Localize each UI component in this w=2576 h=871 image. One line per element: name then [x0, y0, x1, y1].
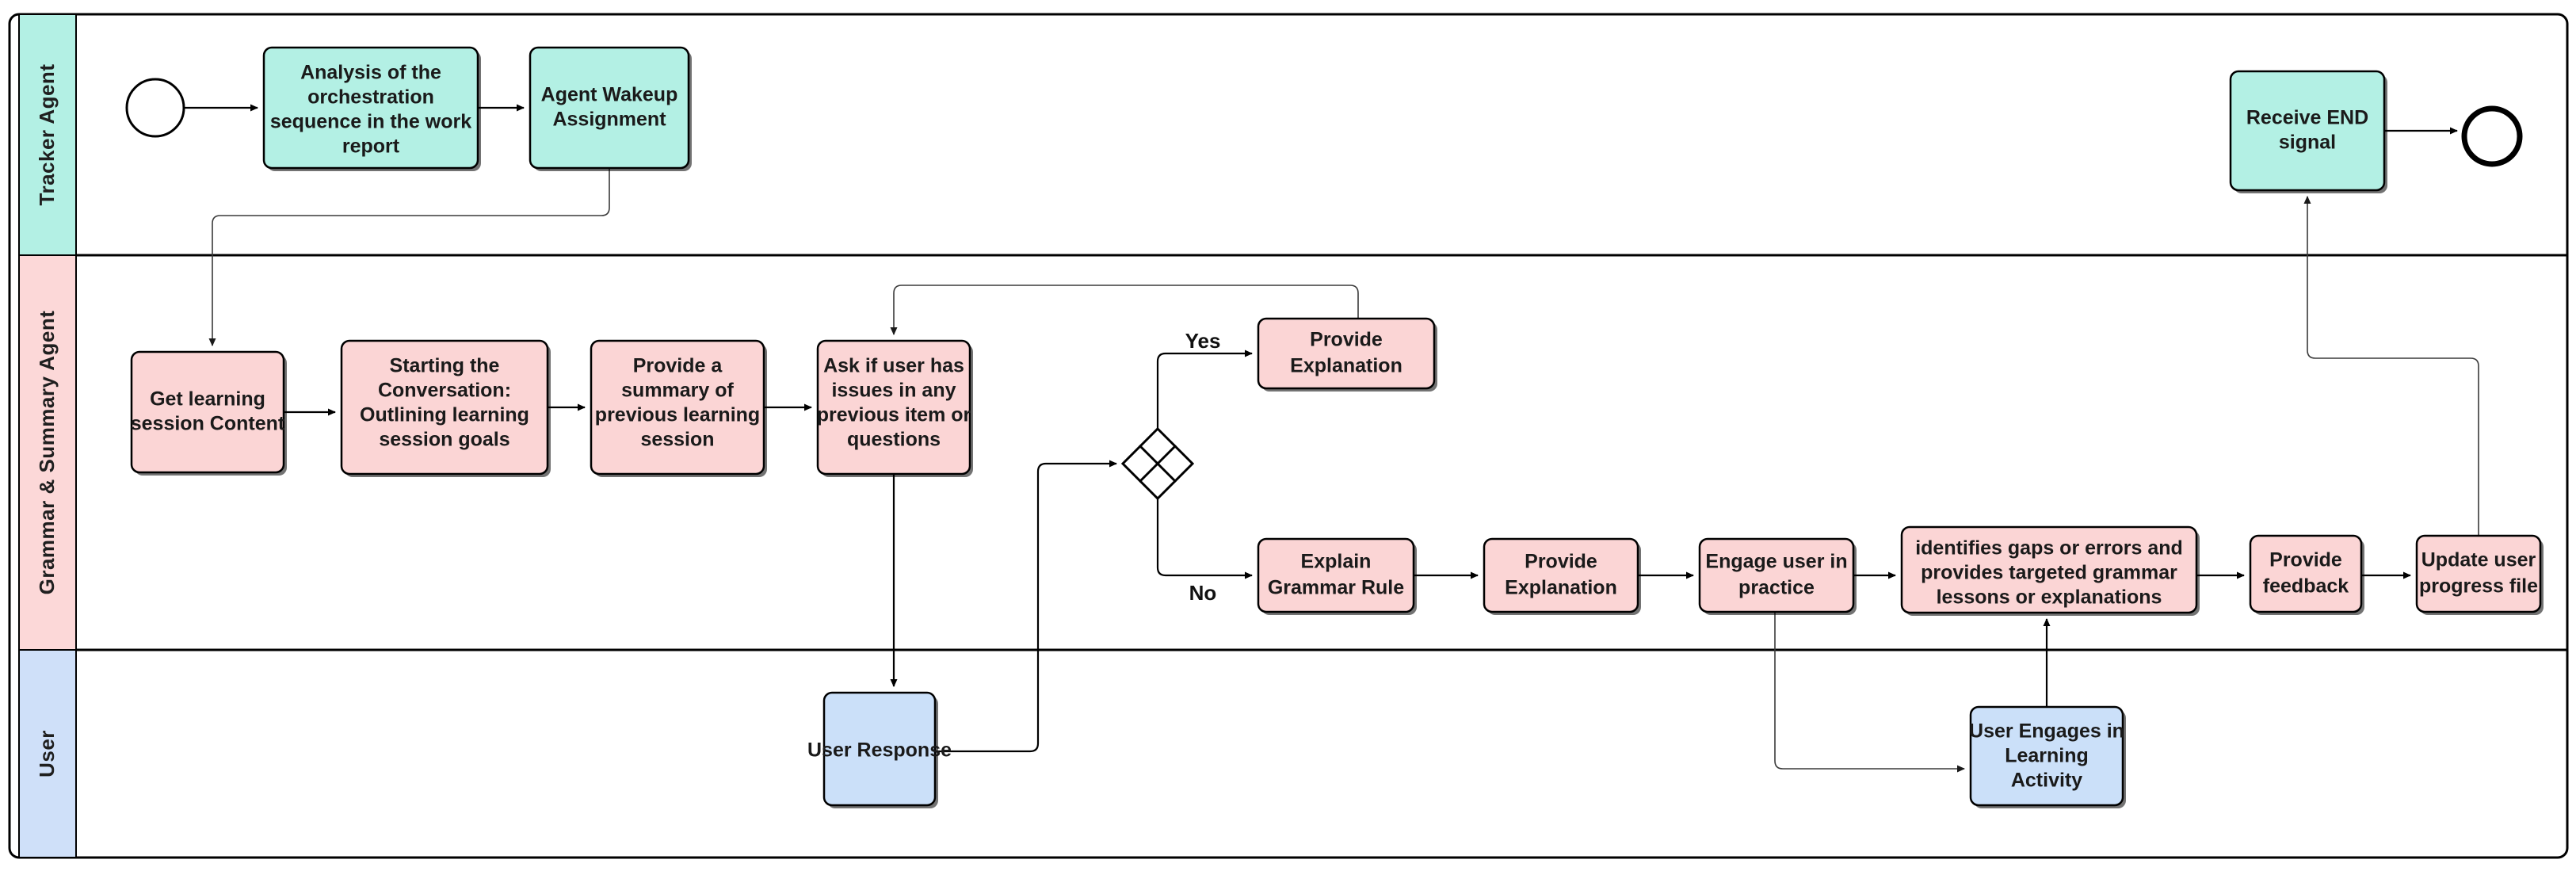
- task-analysis-line-3: sequence in the work: [270, 111, 471, 133]
- task-analysis-orchestration[interactable]: Analysis of the orchestration sequence i…: [262, 46, 481, 171]
- flow-gateway-yes-to-provide-explanation: [1156, 350, 1253, 429]
- flow-update-progress-to-receive-end-signal: [2303, 196, 2479, 536]
- task-ask-issues-line-3: previous item or: [817, 404, 971, 426]
- task-user-engages-line-1: User Engages in: [1969, 720, 2124, 743]
- lane-header-tracker: Tracker Agent: [18, 13, 77, 256]
- gateway-user-has-issues[interactable]: [1120, 426, 1195, 501]
- task-identify-gaps-line-1: identifies gaps or errors and: [1915, 537, 2183, 560]
- start-event[interactable]: [125, 78, 185, 138]
- task-summary-line-1: Provide a: [633, 355, 723, 377]
- lane-header-grammar: Grammar & Summary Agent: [18, 254, 77, 651]
- flow-wakeup-to-get-content: [208, 168, 610, 346]
- task-wakeup-line-1: Agent Wakeup: [541, 84, 678, 106]
- sequence-flows: [184, 104, 2479, 773]
- edge-label-no: No: [1189, 581, 1217, 605]
- task-start-conv-line-4: session goals: [379, 429, 509, 451]
- task-start-conv-line-2: Conversation:: [378, 380, 511, 402]
- task-update-user-progress-file[interactable]: Update user progress file: [2415, 534, 2544, 615]
- lane-label-tracker-agent: Tracker Agent: [35, 64, 59, 206]
- flow-provide-explanation-back-to-ask-issues: [890, 285, 1359, 335]
- task-provide-feedback[interactable]: Provide feedback: [2249, 534, 2364, 615]
- lane-label-grammar-summary-agent: Grammar & Summary Agent: [35, 311, 59, 595]
- task-analysis-line-4: report: [342, 136, 400, 158]
- task-ask-if-user-has-issues[interactable]: Ask if user has issues in any previous i…: [816, 339, 973, 477]
- task-provide-explanation-2[interactable]: Provide Explanation: [1483, 537, 1641, 615]
- task-agent-wakeup-assignment[interactable]: Agent Wakeup Assignment: [529, 46, 692, 171]
- task-user-response[interactable]: User Response: [807, 691, 952, 808]
- task-engage-user-in-practice[interactable]: Engage user in practice: [1698, 537, 1857, 615]
- task-user-engages-in-learning-activity[interactable]: User Engages in Learning Activity: [1969, 705, 2126, 808]
- task-get-learning-session-content[interactable]: Get learning session Content: [130, 350, 287, 476]
- task-user-engages-line-3: Activity: [2011, 770, 2082, 792]
- flow-user-response-to-gateway: [935, 460, 1117, 753]
- task-user-response-line-1: User Response: [807, 739, 952, 762]
- task-provide-explanation-2-line-1: Provide: [1525, 551, 1597, 573]
- task-provide-feedback-line-2: feedback: [2263, 575, 2349, 598]
- task-receive-end-line-1: Receive END: [2246, 107, 2368, 129]
- task-identifies-gaps-or-errors[interactable]: identifies gaps or errors and provides t…: [1900, 525, 2200, 616]
- task-engage-practice-line-1: Engage user in: [1705, 551, 1847, 573]
- task-provide-summary-previous-session[interactable]: Provide a summary of previous learning s…: [590, 339, 767, 477]
- task-update-progress-line-1: Update user: [2421, 549, 2536, 571]
- task-receive-end-signal[interactable]: Receive END signal: [2229, 70, 2387, 193]
- task-receive-end-line-2: signal: [2279, 132, 2336, 154]
- task-update-progress-line-2: progress file: [2419, 575, 2538, 598]
- flow-gateway-no-to-explain-grammar-rule: [1156, 499, 1253, 579]
- flow-engage-practice-to-user-engages: [1774, 612, 1965, 773]
- task-start-conv-line-1: Starting the: [390, 355, 500, 377]
- task-summary-line-4: session: [640, 429, 714, 451]
- task-get-content-line-2: session Content: [131, 413, 285, 435]
- pool-border: [8, 13, 2569, 859]
- task-summary-line-3: previous learning: [595, 404, 760, 426]
- task-explain-rule-line-1: Explain: [1301, 551, 1372, 573]
- task-wakeup-line-2: Assignment: [552, 109, 666, 131]
- task-identify-gaps-line-2: provides targeted grammar: [1921, 562, 2177, 584]
- task-provide-explanation-2-line-2: Explanation: [1505, 577, 1617, 599]
- task-start-conv-line-3: Outlining learning: [360, 404, 529, 426]
- task-user-engages-line-2: Learning: [2005, 745, 2089, 767]
- lane-label-user: User: [35, 730, 59, 777]
- task-engage-practice-line-2: practice: [1738, 577, 1815, 599]
- task-provide-explanation-yes-line-1: Provide: [1310, 329, 1383, 351]
- task-summary-line-2: summary of: [621, 380, 734, 402]
- task-ask-issues-line-4: questions: [847, 429, 941, 451]
- task-ask-issues-line-1: Ask if user has: [823, 355, 964, 377]
- task-identify-gaps-line-3: lessons or explanations: [1937, 586, 2162, 609]
- end-event[interactable]: [2461, 105, 2523, 167]
- task-explain-grammar-rule[interactable]: Explain Grammar Rule: [1257, 537, 1417, 615]
- lane-header-user: User: [18, 649, 77, 858]
- task-explain-rule-line-2: Grammar Rule: [1268, 577, 1404, 599]
- swimlane-pool: Tracker Agent Grammar & Summary Agent Us…: [8, 13, 2569, 859]
- task-ask-issues-line-2: issues in any: [831, 380, 956, 402]
- task-get-content-line-1: Get learning: [150, 388, 265, 411]
- task-analysis-line-2: orchestration: [307, 86, 434, 109]
- task-provide-explanation-yes[interactable]: Provide Explanation: [1257, 317, 1437, 392]
- task-provide-explanation-yes-line-2: Explanation: [1290, 355, 1402, 377]
- edge-label-yes: Yes: [1185, 329, 1221, 353]
- task-provide-feedback-line-1: Provide: [2269, 549, 2342, 571]
- task-starting-the-conversation[interactable]: Starting the Conversation: Outlining lea…: [340, 339, 551, 477]
- task-analysis-line-1: Analysis of the: [300, 62, 441, 84]
